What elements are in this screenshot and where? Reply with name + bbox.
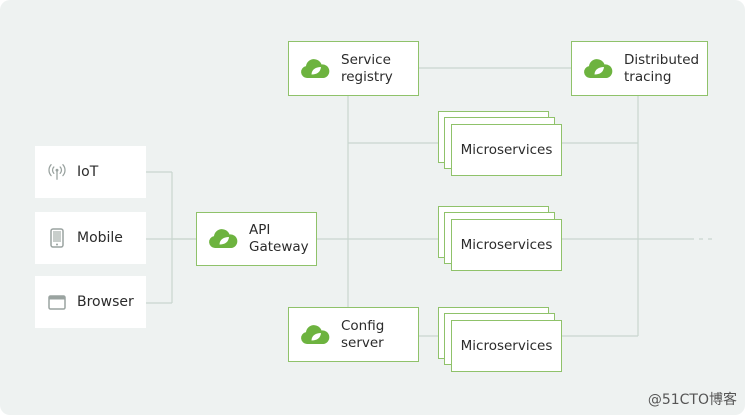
service-registry-box: Service registry [288, 41, 419, 96]
client-label: Browser [77, 294, 134, 310]
spring-cloud-icon [584, 58, 613, 78]
microservices-label: Microservices [460, 237, 553, 253]
gateway-label-line1: API [249, 222, 271, 238]
spring-cloud-icon [209, 229, 238, 248]
client-browser: Browser [35, 276, 146, 328]
config-label-line2: server [341, 334, 384, 351]
spring-cloud-icon [301, 58, 330, 78]
microservices-box: Microservices [451, 219, 562, 271]
antenna-icon [47, 162, 67, 182]
browser-window-icon [47, 292, 67, 312]
microservices-box: Microservices [451, 320, 562, 372]
client-label: Mobile [77, 230, 123, 246]
microservices-stack-1: Microservices [438, 111, 563, 177]
microservices-label: Microservices [460, 142, 553, 158]
client-iot: IoT [35, 146, 146, 198]
config-server-box: Config server [288, 307, 419, 362]
gateway-label-line2: Gateway [249, 239, 309, 255]
microservices-label: Microservices [460, 338, 553, 354]
client-mobile: Mobile [35, 212, 146, 264]
tracing-label-line2: tracing [624, 68, 672, 85]
microservices-stack-2: Microservices [438, 206, 563, 272]
microservices-box: Microservices [451, 124, 562, 176]
tracing-label-line1: Distributed [624, 51, 700, 68]
registry-label-line1: Service [341, 51, 391, 68]
client-label: IoT [77, 164, 99, 180]
config-label-line1: Config [341, 317, 385, 334]
distributed-tracing-box: Distributed tracing [571, 41, 708, 96]
microservices-stack-3: Microservices [438, 307, 563, 373]
mobile-phone-icon [47, 228, 67, 248]
api-gateway-box: API Gateway [196, 212, 317, 266]
registry-label-line2: registry [341, 68, 393, 85]
watermark: @51CTO博客 [647, 392, 737, 408]
spring-cloud-icon [301, 324, 330, 344]
